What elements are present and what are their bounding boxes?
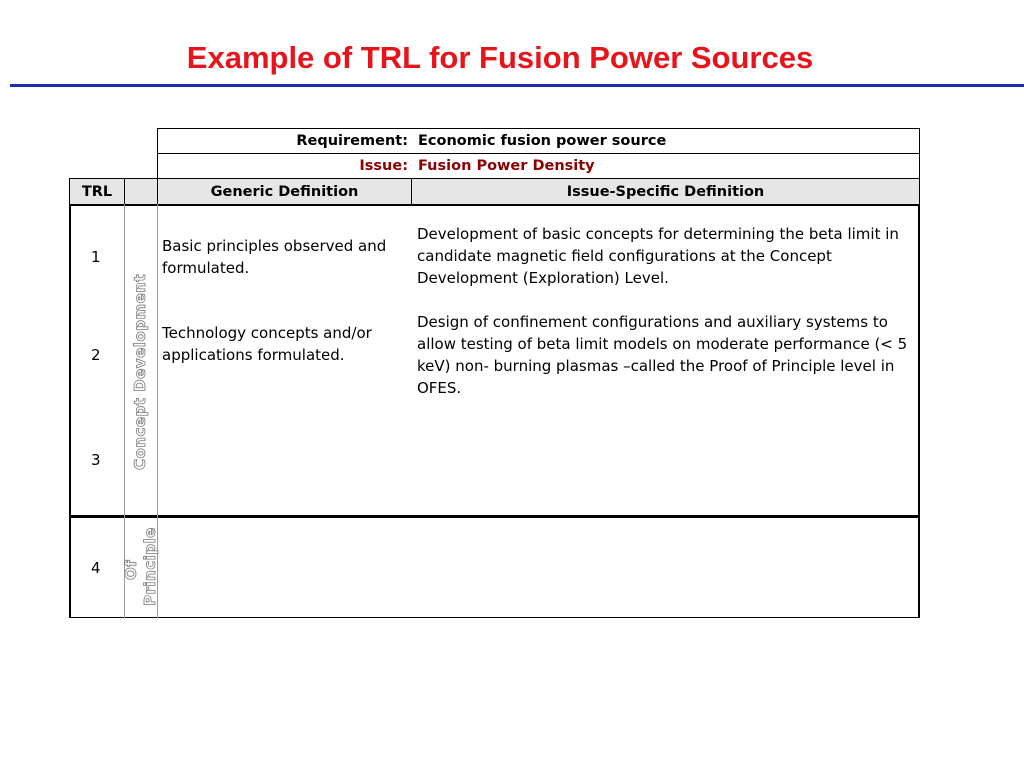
trl-number: 1 — [91, 248, 101, 266]
title-divider — [10, 84, 1024, 87]
generic-column-line — [157, 204, 158, 618]
requirement-value: Economic fusion power source — [418, 133, 667, 149]
specific-definition: Design of confinement configurations and… — [417, 313, 908, 397]
trl-number: 4 — [91, 559, 101, 577]
issue-row: Issue: Fusion Power Density — [157, 153, 920, 179]
phase-label-principle: Principle — [141, 527, 160, 607]
phase-label-proof-of: Of — [122, 559, 141, 580]
col-header-specific-label: Issue-Specific Definition — [566, 183, 765, 200]
specific-definition: Development of basic concepts for determ… — [417, 225, 899, 287]
col-header-trl: TRL — [69, 178, 125, 205]
col-header-trl-label: TRL — [81, 183, 113, 200]
trl-number: 3 — [91, 451, 101, 469]
phase-label-concept-development: Concept Development — [131, 273, 150, 470]
generic-definition: Basic principles observed and formulated… — [162, 237, 387, 277]
proof-of-principle-section — [69, 516, 920, 618]
col-header-generic-label: Generic Definition — [210, 183, 359, 200]
col-header-phase — [124, 178, 158, 205]
slide-title: Example of TRL for Fusion Power Sources — [186, 40, 814, 75]
requirement-row: Requirement: Economic fusion power sourc… — [157, 128, 920, 154]
concept-development-section — [69, 204, 920, 518]
issue-label: Issue: — [359, 158, 408, 174]
col-header-specific: Issue-Specific Definition — [411, 178, 920, 205]
issue-value: Fusion Power Density — [418, 158, 595, 174]
trl-number: 2 — [91, 346, 101, 364]
requirement-label: Requirement: — [296, 133, 408, 149]
col-header-generic: Generic Definition — [157, 178, 412, 205]
generic-definition: Technology concepts and/or applications … — [162, 324, 372, 364]
phase-column-line — [124, 204, 125, 618]
